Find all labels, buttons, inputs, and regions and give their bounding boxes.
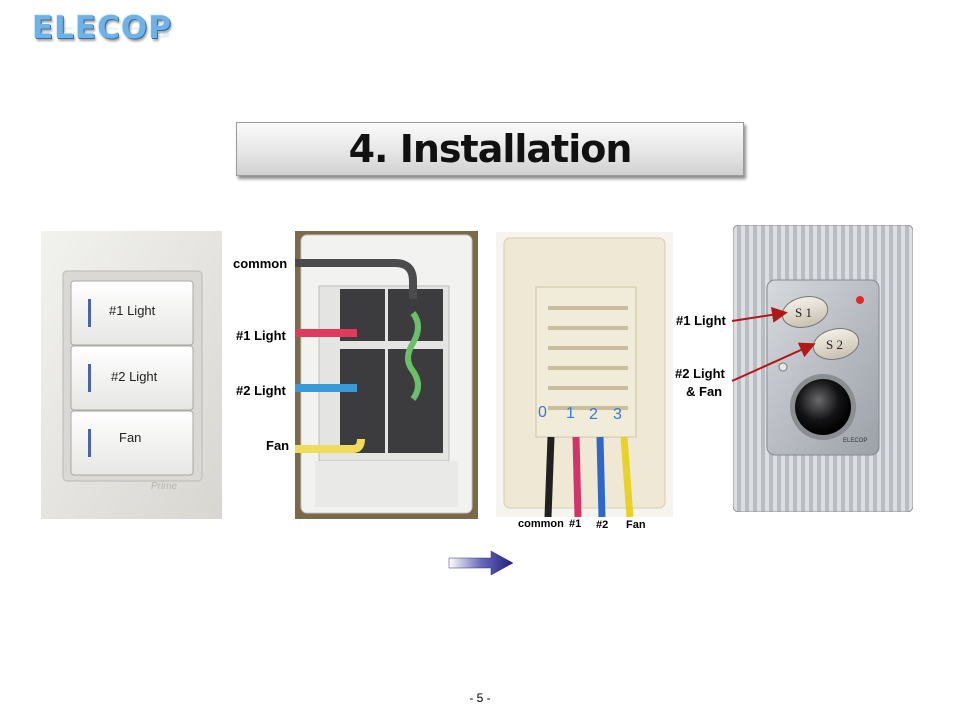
- photo-terminal-block: 0 1 2 3: [496, 232, 673, 517]
- page-number: - 5 -: [469, 691, 491, 705]
- title-banner: 4. Installation: [236, 122, 744, 176]
- sensor-button-s1: S 1: [795, 305, 812, 320]
- wire-label-fan: Fan: [626, 519, 646, 531]
- terminal-2: 2: [589, 406, 598, 423]
- photo-switch-panel: #1 Light #2 Light Fan Prime: [41, 231, 222, 519]
- sensor-button-s2: S 2: [826, 337, 843, 352]
- page-title: 4. Installation: [348, 127, 633, 171]
- logo-reflection: ELECOP: [32, 23, 172, 40]
- switch-label-light2: #2 Light: [111, 369, 158, 384]
- terminal-0: 0: [538, 404, 547, 421]
- label-fan-right: & Fan: [686, 384, 723, 399]
- label-fan: Fan: [266, 438, 290, 453]
- label-light2-right: #2 Light: [675, 366, 725, 381]
- label-common: common: [233, 256, 288, 271]
- sensor-brand: ELECOP: [843, 438, 868, 444]
- pointer-arrows: [731, 306, 816, 382]
- elecop-logo: ELECOP: [32, 10, 172, 46]
- label-light1-right: #1 Light: [676, 313, 726, 328]
- label-light1: #1 Light: [236, 328, 286, 343]
- terminal-1: 1: [566, 405, 575, 422]
- terminal-3: 3: [613, 406, 622, 423]
- wire-label-common: common: [518, 518, 564, 530]
- switch-label-fan: Fan: [119, 430, 142, 445]
- wire-label-2: #2: [596, 519, 609, 531]
- switch-label-light1: #1 Light: [109, 303, 156, 318]
- next-arrow-icon[interactable]: [447, 549, 515, 577]
- wire-label-1: #1: [569, 518, 582, 530]
- label-light2: #2 Light: [236, 383, 286, 398]
- photo-sensor-switch: S 1 S 2 ELECOP: [733, 225, 913, 512]
- brand-text: Prime: [151, 481, 178, 492]
- photo-wiring-back: [295, 231, 478, 519]
